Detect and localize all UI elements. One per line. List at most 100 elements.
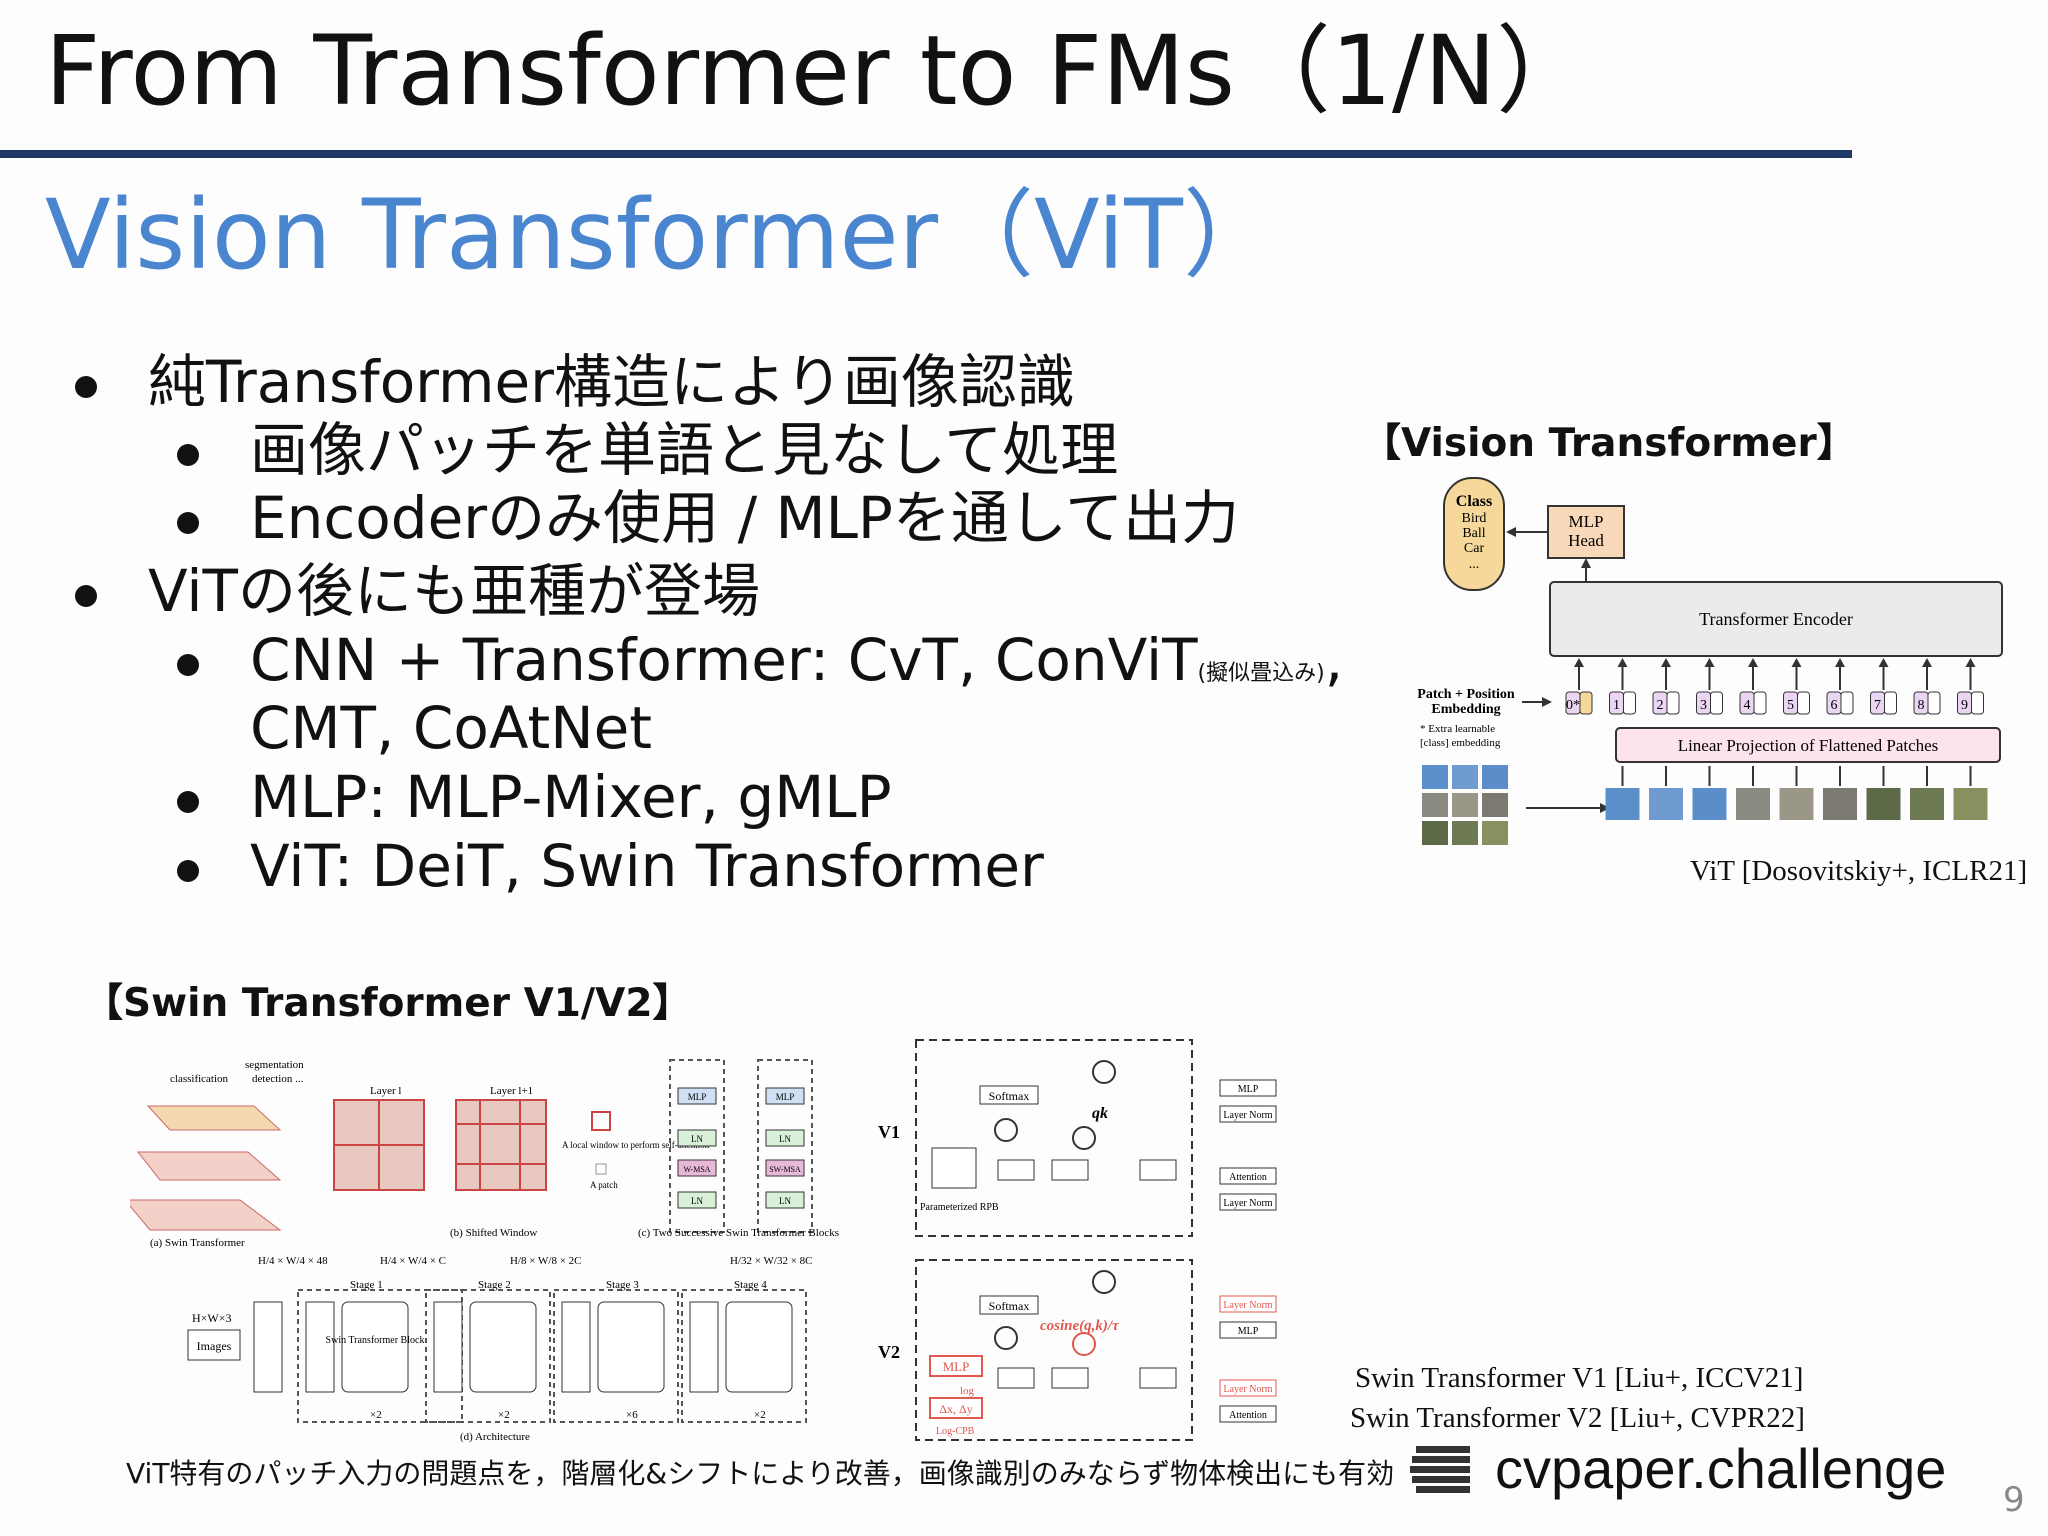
svg-text:W-MSA: W-MSA bbox=[683, 1165, 710, 1174]
svg-text:Bird: Bird bbox=[1462, 511, 1487, 526]
cvpaper-logo-icon bbox=[1410, 1446, 1470, 1493]
vit-diagram: Class Bird Ball Car ... MLP Head Transfo… bbox=[1417, 477, 2003, 845]
svg-text:cosine(q,k)/τ: cosine(q,k)/τ bbox=[1040, 1318, 1120, 1334]
svg-text:Car: Car bbox=[1464, 541, 1485, 556]
image-patch bbox=[1866, 788, 1901, 820]
swin-v2-caption: Swin Transformer V2 [Liu+, CVPR22] bbox=[1350, 1402, 1805, 1434]
svg-text:log: log bbox=[960, 1385, 975, 1397]
token-label: 3 bbox=[1700, 698, 1707, 713]
token-label: 8 bbox=[1918, 698, 1925, 713]
svg-text:MLP: MLP bbox=[776, 1092, 795, 1102]
token: 9 bbox=[1957, 658, 1984, 715]
svg-text:V2: V2 bbox=[878, 1342, 900, 1362]
class-label: Class bbox=[1456, 493, 1492, 510]
vit-caption: ViT [Dosovitskiy+, ICLR21] bbox=[1690, 855, 2028, 887]
shifted-window: Layer l Layer l+1 A local window to perf… bbox=[333, 1085, 710, 1239]
svg-text:MLP: MLP bbox=[688, 1092, 707, 1102]
page-number: 9 bbox=[2003, 1480, 2025, 1520]
svg-text:[class] embedding: [class] embedding bbox=[1420, 737, 1501, 749]
linear-projection-box bbox=[1615, 727, 2001, 763]
image-patch bbox=[1692, 788, 1727, 820]
token: 6 bbox=[1826, 658, 1854, 715]
token: 1 bbox=[1609, 658, 1636, 715]
svg-text:Stage 1: Stage 1 bbox=[350, 1279, 383, 1291]
svg-text:Transformer Encoder: Transformer Encoder bbox=[1699, 609, 1853, 629]
class-box bbox=[1443, 477, 1505, 591]
svg-text:Softmax: Softmax bbox=[989, 1089, 1030, 1103]
bullet-dot bbox=[177, 444, 199, 466]
image-patch bbox=[1823, 788, 1857, 820]
svg-text:Stage 4: Stage 4 bbox=[734, 1279, 767, 1291]
bullet-item: ViTの後にも亜種が登場 bbox=[148, 557, 760, 625]
swin-diagram: classification segmentation detection ..… bbox=[130, 1039, 1277, 1443]
svg-text:V1: V1 bbox=[878, 1122, 900, 1142]
svg-text:(d) Architecture: (d) Architecture bbox=[460, 1431, 530, 1443]
patch-image-grid bbox=[1422, 765, 1508, 845]
svg-text:classification: classification bbox=[170, 1073, 229, 1085]
svg-text:Swin Transformer Block: Swin Transformer Block bbox=[326, 1335, 425, 1346]
svg-text:SW-MSA: SW-MSA bbox=[769, 1165, 801, 1174]
svg-text:Attention: Attention bbox=[1229, 1172, 1267, 1183]
image-patch bbox=[1605, 788, 1640, 820]
svg-text:MLP: MLP bbox=[943, 1359, 970, 1374]
token-label: 5 bbox=[1787, 698, 1794, 713]
token-label: 2 bbox=[1657, 698, 1664, 713]
bullet-item: Encoderのみ使用 / MLPを通して出力 bbox=[250, 484, 1240, 552]
svg-text:Attention: Attention bbox=[1229, 1410, 1267, 1421]
svg-text:×6: ×6 bbox=[626, 1409, 638, 1421]
mlp-head-box bbox=[1547, 505, 1625, 559]
bullet-item: MLP: MLP-Mixer, gMLP bbox=[250, 763, 892, 831]
svg-text:A patch: A patch bbox=[590, 1180, 618, 1190]
token: 3 bbox=[1696, 658, 1723, 715]
bullet-dot bbox=[177, 654, 199, 676]
bullet-tail: , bbox=[1324, 626, 1344, 694]
bullet-dot bbox=[177, 512, 199, 534]
swin-attention-v1-v2: V1 Softmax qk Parameterized RPB MLP Laye… bbox=[878, 1039, 1277, 1441]
swin-heading: 【Swin Transformer V1/V2】 bbox=[84, 981, 692, 1026]
slide-title: From Transformer to FMs（1/N） bbox=[45, 15, 1593, 127]
token: 0* bbox=[1565, 658, 1593, 715]
token-label: 6 bbox=[1831, 698, 1838, 713]
image-patch bbox=[1736, 788, 1770, 820]
bullet-dot bbox=[75, 376, 97, 398]
svg-text:Embedding: Embedding bbox=[1431, 702, 1500, 717]
svg-text:Layer Norm: Layer Norm bbox=[1223, 1198, 1272, 1209]
svg-text:Δx, Δy: Δx, Δy bbox=[939, 1402, 972, 1416]
token: 2 bbox=[1652, 658, 1680, 715]
image-patch bbox=[1953, 788, 1988, 820]
svg-text:H/4 × W/4 × 48: H/4 × W/4 × 48 bbox=[258, 1255, 328, 1267]
svg-text:Layer Norm: Layer Norm bbox=[1223, 1110, 1272, 1121]
svg-text:×2: ×2 bbox=[370, 1409, 382, 1421]
svg-text:A local window to perform self: A local window to perform self-attention bbox=[562, 1140, 710, 1150]
bullet-continuation: CMT, CoAtNet bbox=[250, 694, 653, 762]
svg-text:H/32 × W/32 × 8C: H/32 × W/32 × 8C bbox=[730, 1255, 812, 1267]
svg-text:Ball: Ball bbox=[1462, 526, 1485, 541]
svg-text:Images: Images bbox=[197, 1339, 232, 1353]
bullet-dot bbox=[177, 791, 199, 813]
svg-text:×2: ×2 bbox=[754, 1409, 766, 1421]
svg-text:H/8 × W/8 × 2C: H/8 × W/8 × 2C bbox=[510, 1255, 581, 1267]
swin-architecture: H/4 × W/4 × 48 H/4 × W/4 × C H/8 × W/8 ×… bbox=[187, 1255, 812, 1443]
svg-text:Patch + Position: Patch + Position bbox=[1417, 687, 1515, 702]
slide-subtitle: Vision Transformer（ViT） bbox=[45, 179, 1279, 291]
footnote: ViT特有のパッチ入力の問題点を，階層化&シフトにより改善，画像識別のみならず物… bbox=[126, 1457, 1395, 1490]
svg-text:detection ...: detection ... bbox=[252, 1073, 304, 1085]
svg-text:Head: Head bbox=[1568, 531, 1604, 550]
svg-text:MLP: MLP bbox=[1569, 512, 1604, 531]
swin-v1-caption: Swin Transformer V1 [Liu+, ICCV21] bbox=[1355, 1362, 1804, 1394]
bullet-text: CNN + Transformer: CvT, ConViT bbox=[250, 626, 1198, 694]
bullet-dot bbox=[75, 585, 97, 607]
token: 5 bbox=[1783, 658, 1810, 715]
svg-text:Linear Projection of Flattened: Linear Projection of Flattened Patches bbox=[1678, 736, 1939, 755]
token: 4 bbox=[1739, 658, 1767, 715]
token-label: 1 bbox=[1613, 698, 1620, 713]
bullet-dot bbox=[177, 860, 199, 882]
svg-text:LN: LN bbox=[691, 1134, 703, 1144]
svg-text:Stage 2: Stage 2 bbox=[478, 1279, 511, 1291]
svg-text:LN: LN bbox=[779, 1196, 791, 1206]
svg-text:H/4 × W/4 × C: H/4 × W/4 × C bbox=[380, 1255, 446, 1267]
svg-text:...: ... bbox=[1469, 557, 1480, 572]
svg-text:Layer Norm: Layer Norm bbox=[1223, 1300, 1272, 1311]
bullet-item: ViT: DeiT, Swin Transformer bbox=[250, 832, 1044, 900]
